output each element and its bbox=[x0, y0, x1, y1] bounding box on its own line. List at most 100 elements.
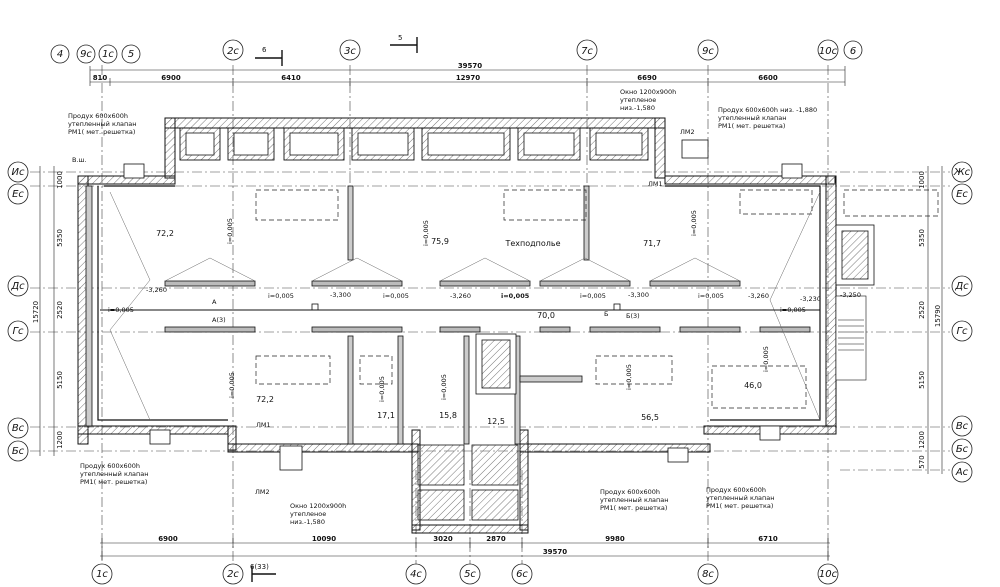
room-area-2: 75,9 bbox=[431, 237, 449, 246]
dashed-openings bbox=[255, 189, 939, 409]
grid-label-4c: 4с bbox=[410, 569, 422, 580]
slope-v1: i=0,005 bbox=[226, 218, 234, 244]
room-area-7: 12,5 bbox=[487, 417, 505, 426]
section-marks-top bbox=[255, 37, 418, 66]
section-mark-a3: А(3) bbox=[212, 316, 226, 324]
level-2: -3,300 bbox=[330, 291, 351, 299]
dim-left-1200: 1200 bbox=[56, 431, 64, 449]
grid-bubbles-left bbox=[7, 161, 29, 462]
corridor-beams bbox=[164, 280, 811, 333]
grid-row-right-Zhc: Жс bbox=[953, 167, 971, 178]
slope-1: i=0,005 bbox=[108, 306, 134, 314]
grid-row-right-Bc: Бс bbox=[956, 444, 969, 455]
level-markers bbox=[311, 303, 621, 311]
level-6: -3,230 bbox=[800, 295, 821, 303]
slope-v3: i=0,005 bbox=[690, 210, 698, 236]
room-area-10: 70,0 bbox=[537, 311, 555, 320]
dim-bottom-2870: 2870 bbox=[486, 535, 506, 543]
grid-row-right-Ac: Ас bbox=[955, 467, 969, 478]
grid-label-1c-bottom: 1с bbox=[96, 569, 108, 580]
grid-label-7c: 7с bbox=[581, 46, 593, 57]
vent-openings bbox=[123, 139, 803, 471]
label-lm2-bottom: ЛМ2 bbox=[255, 488, 270, 496]
grid-row-right-Ec: Ес bbox=[956, 189, 968, 200]
dim-right-5350: 5350 bbox=[918, 229, 926, 247]
grid-row-left-Ic: Ис bbox=[12, 167, 25, 178]
level-5: -3,260 bbox=[748, 292, 769, 300]
grid-label-5c: 5с bbox=[464, 569, 476, 580]
dim-right-1200: 1200 bbox=[918, 431, 926, 449]
slope-v6: i=0,005 bbox=[440, 374, 448, 400]
dim-top-6600: 6600 bbox=[758, 74, 778, 82]
slope-2: i=0,005 bbox=[268, 292, 294, 300]
grid-bubbles-bottom bbox=[91, 563, 839, 585]
grid-label-1c-top: 1с bbox=[102, 49, 114, 60]
dims-top-lines bbox=[89, 66, 846, 86]
dim-left-total: 15720 bbox=[32, 301, 40, 323]
dim-right-total: 15790 bbox=[934, 305, 942, 327]
grid-label-9c: 9с bbox=[702, 46, 714, 57]
grid-label-10c-bottom: 10с bbox=[819, 569, 838, 580]
slope-v2: i=0,005 bbox=[422, 220, 430, 246]
grid-label-2c-top: 2с bbox=[227, 46, 239, 57]
dims-left-lines bbox=[39, 166, 55, 456]
partition-walls bbox=[85, 185, 590, 445]
slope-3: i=0,005 bbox=[383, 292, 409, 300]
grid-row-left-Gc: Гс bbox=[12, 326, 24, 337]
room-area-5: 17,1 bbox=[377, 411, 395, 420]
grid-row-left-Dc: Дс bbox=[10, 281, 25, 292]
dim-left-5150: 5150 bbox=[56, 371, 64, 389]
label-lm1-bottom: ЛМ1 bbox=[256, 421, 271, 429]
level-3: -3,260 bbox=[450, 292, 471, 300]
section-mark-633: 6(33) bbox=[250, 563, 269, 571]
grid-bubbles-top bbox=[50, 39, 863, 64]
grid-label-4: 4 bbox=[57, 49, 63, 60]
grid-row-right-Gc: Гс bbox=[956, 326, 968, 337]
grid-label-3c: 3с bbox=[344, 46, 356, 57]
dim-top-810: 810 bbox=[93, 74, 108, 82]
room-area-3: 71,7 bbox=[643, 239, 661, 248]
room-area-6: 15,8 bbox=[439, 411, 457, 420]
dim-left-2520: 2520 bbox=[56, 301, 64, 319]
grid-label-8c: 8с bbox=[702, 569, 714, 580]
section-mark-b3: Б(3) bbox=[626, 312, 640, 320]
inner-outline bbox=[97, 185, 821, 421]
grid-label-2c-bottom: 2с bbox=[227, 569, 239, 580]
slope-v8: i=0,005 bbox=[762, 346, 770, 372]
section-mark-b: Б bbox=[604, 310, 608, 318]
dim-top-6690: 6690 bbox=[637, 74, 657, 82]
level-7: -3,250 bbox=[840, 291, 861, 299]
dim-top-12970: 12970 bbox=[456, 74, 480, 82]
room-area-4: 72,2 bbox=[256, 395, 274, 404]
room-area-8: 56,5 bbox=[641, 413, 659, 422]
stair-east bbox=[835, 295, 867, 381]
level-4: -3,300 bbox=[628, 291, 649, 299]
dim-bottom-6900: 6900 bbox=[158, 535, 178, 543]
label-ventshaft: В.ш. bbox=[72, 156, 87, 164]
section-mark-6-top: 6 bbox=[262, 46, 267, 54]
dim-left-1000: 1000 bbox=[56, 171, 64, 189]
dim-bottom-3020: 3020 bbox=[433, 535, 453, 543]
slope-7: i=0,005 bbox=[780, 306, 806, 314]
grid-row-right-Dc: Дс bbox=[954, 281, 969, 292]
slope-4: i=0,005 bbox=[501, 292, 530, 300]
dim-right-1000: 1000 bbox=[918, 171, 926, 189]
slope-6: i=0,005 bbox=[698, 292, 724, 300]
dim-bottom-total: 39570 bbox=[543, 548, 567, 556]
room-area-1: 72,2 bbox=[156, 229, 174, 238]
grid-label-9c-left: 9с bbox=[80, 49, 92, 60]
slope-v4: i=0,005 bbox=[228, 372, 236, 398]
grid-label-6: 6 bbox=[850, 46, 856, 57]
label-lm2-top: ЛМ2 bbox=[680, 128, 695, 136]
grid-bubbles-right bbox=[951, 161, 973, 483]
section-mark-a: А bbox=[212, 298, 217, 306]
grid-label-5: 5 bbox=[128, 49, 134, 60]
dim-right-2520: 2520 bbox=[918, 301, 926, 319]
